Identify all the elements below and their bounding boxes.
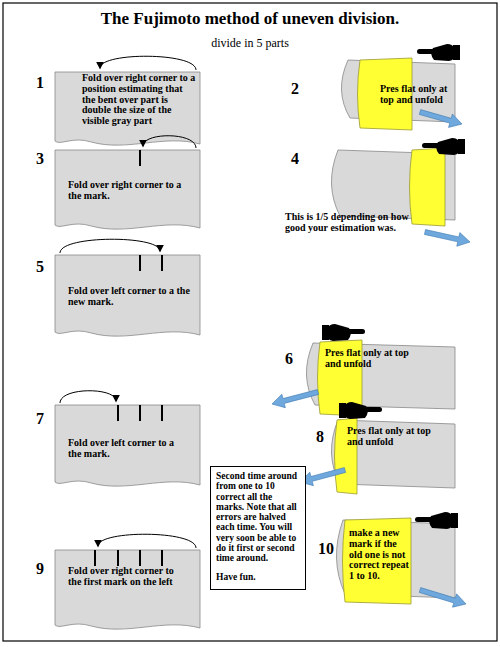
instruction-text: Fold over right corner to the first mark… [68,566,188,588]
instruction-text: This is 1/5 depending on how good your e… [285,212,413,234]
fold-mark [139,255,141,271]
pressing-hand [417,44,460,61]
fold-mark [117,405,119,421]
paper-sheet [55,150,200,229]
unfold-arrow [300,468,346,486]
step-text-area: This is 1/5 depending on how good your e… [285,212,413,234]
fold-arrow [98,534,196,548]
page-border [3,3,497,641]
unfold-arrow [424,230,470,247]
step-text-area: Pres flat only at top and unfold [347,426,439,448]
fold-arrow [60,239,160,253]
instruction-text: Fold over left corner to a the mark. [68,438,188,460]
pressing-hand [322,324,365,341]
fold-mark [94,550,96,566]
step-number: 8 [316,428,324,446]
fold-mark [161,550,163,566]
fold-mark [161,255,163,271]
instruction-text: Fold over left corner to a the new mark. [68,286,192,308]
fold-mark [139,150,141,166]
note-box: Second time around from one to 10 correc… [210,466,306,590]
closing-text: Have fun. [216,572,300,582]
instruction-text: Second time around from one to 10 correc… [216,471,300,563]
fold-arrow [100,56,196,70]
step-text-area: Fold over left corner to a the new mark. [68,286,192,308]
paper-sheet [55,405,200,486]
paper-sheet [55,255,200,336]
instruction-text: Pres flat only at top and unfold [347,426,439,448]
fold-mark [139,405,141,421]
step-number: 2 [291,80,299,98]
step-number: 1 [36,74,44,92]
pressing-hand [415,512,458,529]
paper-sheet [55,550,200,629]
instruction-text: make a new mark if the old one is not co… [349,528,411,582]
step-text-area: Fold over right corner to a the mark. [68,180,188,202]
step-text-area: make a new mark if the old one is not co… [349,528,411,582]
step-number: 7 [36,410,44,428]
instruction-text: Pres flat only at top and unfold [380,84,450,106]
step-text-area: Fold over left corner to a the mark. [68,438,188,460]
step-number: 9 [36,560,44,578]
step-number: 4 [291,150,299,168]
fold-mark [161,405,163,421]
folded-flap [343,518,412,604]
unfold-arrow [272,390,319,408]
unfold-arrow [419,110,462,128]
unfold-arrow [419,588,466,608]
fold-arrow [60,391,116,403]
instruction-text: Fold over right corner to a position est… [82,73,198,127]
step-text-area: Pres flat only at top and unfold [380,84,450,106]
folded-flap [410,148,446,226]
step-number: 5 [36,258,44,276]
diagram-title: The Fujimoto method of uneven division. [0,9,500,29]
fold-mark [139,550,141,566]
instruction-text: Fold over right corner to a the mark. [68,180,188,202]
step-text-area: Pres flat only at top and unfold [325,348,415,370]
fold-arrow [143,136,196,148]
step-number: 3 [36,150,44,168]
step-text-area: Fold over right corner to a position est… [82,73,198,127]
fold-mark [117,550,119,566]
instruction-text: Pres flat only at top and unfold [325,348,415,370]
pressing-hand [422,138,465,155]
step-number: 6 [285,350,293,368]
subtitle: divide in 5 parts [211,36,289,51]
step-text-area: Fold over right corner to the first mark… [68,566,188,588]
pressing-hand [339,402,382,419]
step-number: 10 [318,540,334,558]
paper-sheet [55,72,200,145]
